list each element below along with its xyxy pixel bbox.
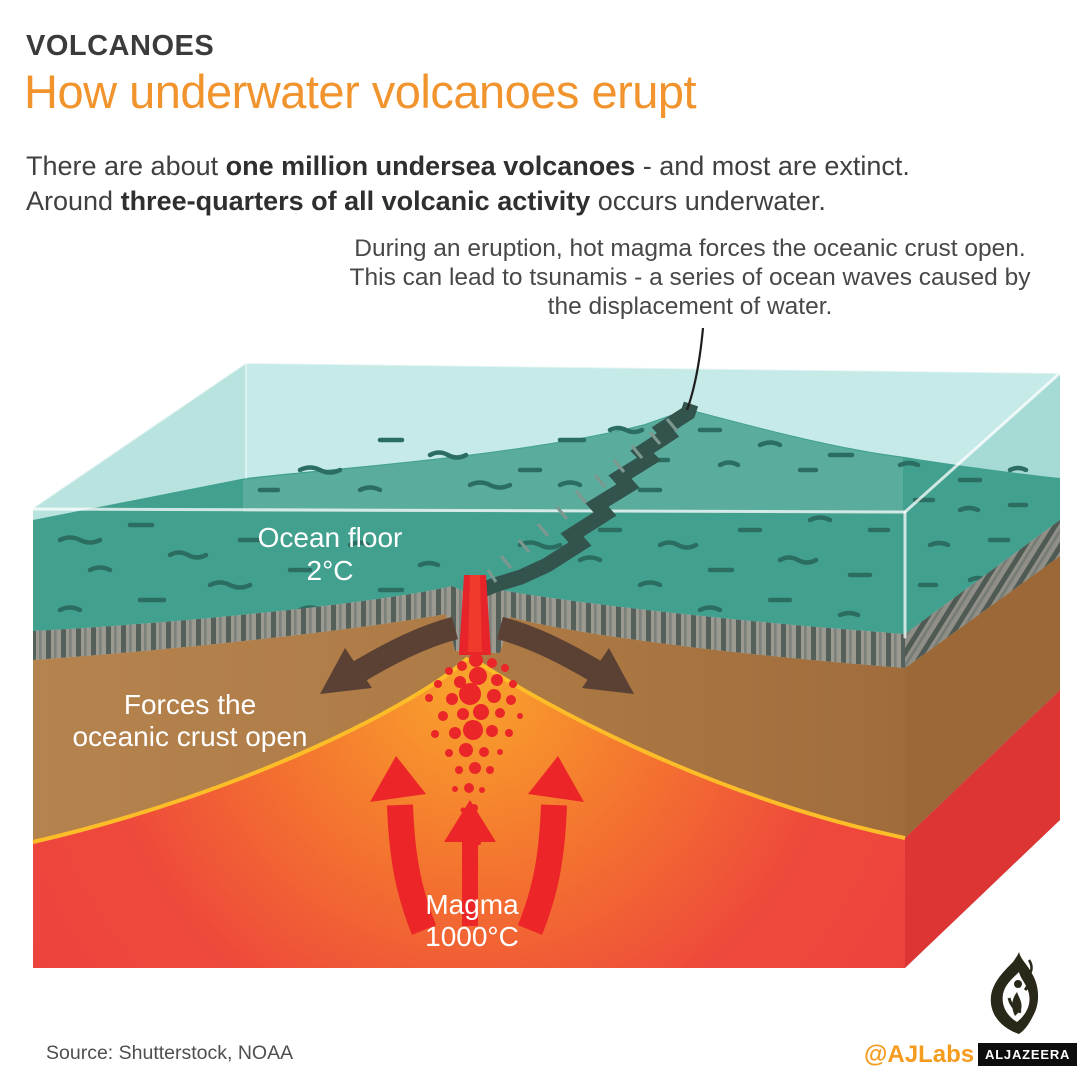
magma-temp-label: 1000°C [425, 921, 519, 952]
waterline-light-overlay [243, 411, 903, 512]
magma-column [459, 575, 491, 655]
ocean-floor-label: Ocean floor [258, 522, 403, 553]
annotation-line2: This can lead to tsunamis - a series of … [349, 264, 1031, 291]
intro-part3: Around [26, 186, 121, 216]
annotation-leader-line [685, 327, 705, 411]
water-left-face [33, 363, 246, 520]
ocean-temp-label: 2°C [307, 555, 354, 586]
eruption-annotation: During an eruption, hot magma forces the… [340, 234, 1040, 321]
magma-chamber-border [32, 656, 906, 844]
ocean-floor-surface [33, 410, 1060, 634]
magma-right-face [905, 690, 1060, 968]
aljazeera-wordmark: ALJAZEERA [978, 1043, 1078, 1066]
magma-label: Magma [425, 889, 519, 920]
crack-stripes [486, 417, 679, 583]
kicker-label: VOLCANOES [26, 30, 215, 62]
intro-part2: - and most are extinct. [635, 151, 910, 181]
intro-bold2: three-quarters of all volcanic activity [120, 186, 591, 216]
mantle-layer [33, 614, 905, 842]
intro-part1: There are about [26, 151, 226, 181]
forces-label-line1: Forces the [124, 689, 256, 720]
page-title: How underwater volcanoes erupt [24, 65, 697, 118]
intro-part4: occurs underwater. [590, 186, 826, 216]
intro-text: There are about one million undersea vol… [26, 149, 1056, 219]
water-box-edges [31, 361, 1062, 639]
annotation-line3: the displacement of water. [547, 293, 833, 320]
forces-label-line2: oceanic crust open [72, 721, 307, 752]
diagram-labels: Ocean floor 2°C Forces the oceanic crust… [72, 522, 519, 952]
crust-crack [477, 401, 699, 598]
spreading-arrows [320, 616, 634, 694]
source-credit: Source: Shutterstock, NOAA [46, 1042, 294, 1064]
ajlabs-handle: @AJLabs [864, 1041, 975, 1068]
mantle-right-face [905, 556, 1060, 838]
intro-bold1: one million undersea volcanoes [225, 151, 636, 181]
arrow-left-head [320, 648, 372, 694]
arrow-right-head [582, 648, 634, 694]
annotation-line1: During an eruption, hot magma forces the… [354, 235, 1026, 262]
aljazeera-logo [990, 952, 1039, 1034]
magma-rise-arrows [370, 756, 584, 935]
